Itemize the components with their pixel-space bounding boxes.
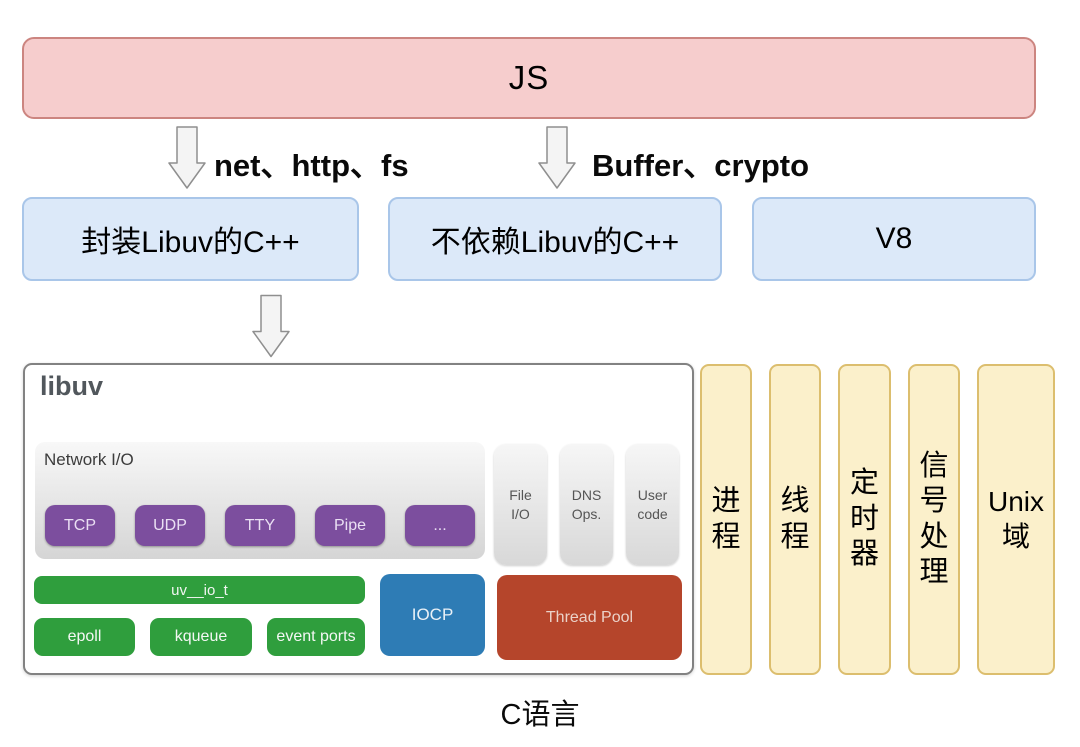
uv-io-t-label: uv__io_t [171,581,228,599]
network-handle-box: UDP [135,505,205,546]
edge-label-buffer-crypto: Buffer、crypto [592,148,810,183]
poller-list: epoll kqueue event ports [34,618,365,656]
edge-label-net-http-fs: net、http、fs [214,148,409,183]
right-column: 进程 [700,364,752,675]
poller-box: epoll [34,618,135,656]
network-handle-box: ... [405,505,475,546]
side-box: User code [626,444,679,565]
cpp-libuv-binding-label: 封装Libuv的C++ [81,226,300,259]
right-column-line: 线 [780,485,810,518]
right-column-line: 信 [919,449,949,482]
side-box-line: I/O [511,505,530,522]
right-column-line: Unix [987,486,1044,518]
iocp-box: IOCP [380,574,485,656]
right-column-line: 程 [780,520,810,553]
right-column: 定时器 [838,364,891,675]
network-handle-box: TCP [45,505,115,546]
cpp-non-libuv-box: 不依赖Libuv的C++ [388,197,722,281]
uv-io-t-bar: uv__io_t [34,576,365,604]
down-arrow-icon [252,293,290,359]
thread-pool-box: Thread Pool [497,575,682,660]
right-column-line: 处 [919,520,949,553]
right-column-line: 理 [919,555,949,588]
side-box: DNS Ops. [560,444,613,565]
side-box-line: File [509,486,532,503]
down-arrow-icon [168,126,206,189]
side-box-line: DNS [571,486,602,503]
right-column-line: 号 [919,485,949,518]
side-box-line: code [637,505,668,522]
network-io-title: Network I/O [44,450,134,469]
network-handle-list: TCP UDP TTY Pipe... [45,505,475,546]
cpp-non-libuv-label: 不依赖Libuv的C++ [430,226,680,259]
cpp-libuv-binding-box: 封装Libuv的C++ [22,197,359,281]
poller-box: event ports [267,618,365,656]
right-column-line: 域 [1001,520,1030,552]
thread-pool-label: Thread Pool [545,608,634,626]
right-column-line: 程 [711,520,741,553]
iocp-label: IOCP [411,605,454,624]
right-column: 线程 [769,364,821,675]
right-column-line: 进 [711,485,741,518]
network-handle-box: Pipe [315,505,385,546]
js-layer-box: JS [22,37,1036,119]
right-column-line: 时 [849,502,879,535]
js-layer-label: JS [508,59,550,96]
right-column-line: 器 [849,538,879,571]
libuv-title: libuv [40,371,104,401]
down-arrow-icon [538,126,576,189]
poller-box: kqueue [150,618,252,656]
right-column: 信号处理 [908,364,960,675]
v8-box: V8 [752,197,1036,281]
side-box-line: Ops. [571,505,602,522]
right-column-line: 定 [849,467,879,500]
network-io-panel: Network I/O TCP UDP TTY Pipe... [35,442,485,559]
c-language-label: C语言 [500,699,580,731]
side-box-line: User [637,486,668,503]
v8-label: V8 [875,222,913,255]
network-handle-box: TTY [225,505,295,546]
